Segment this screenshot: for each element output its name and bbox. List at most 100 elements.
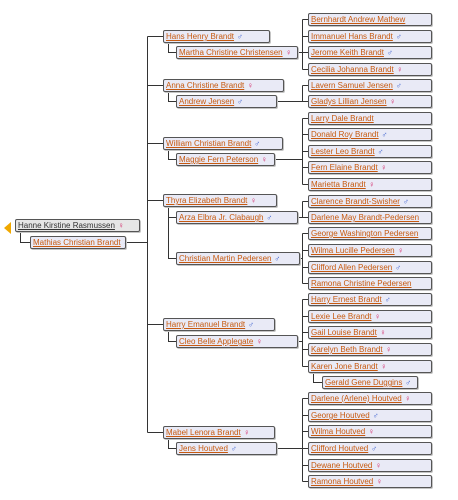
person-card-grandchild[interactable]: Ramona Houtved♀ <box>308 475 432 488</box>
person-card-grandchild[interactable]: Gail Louise Brandt♀ <box>308 326 432 339</box>
person-card-spouse[interactable]: Martha Christine Christensen♀ <box>176 46 298 59</box>
person-card-grandchild[interactable]: Cecilia Johanna Brandt♀ <box>308 63 432 76</box>
person-card-spouse[interactable]: Christian Martin Pedersen♂ <box>176 252 300 265</box>
female-icon: ♀ <box>368 180 375 189</box>
person-name[interactable]: Bernhardt Andrew Mathew <box>311 15 406 24</box>
person-name[interactable]: Wilma Houtved <box>311 427 366 436</box>
male-icon: ♂ <box>395 32 402 41</box>
person-card-grandchild[interactable]: Ramona Christine Pedersen <box>308 277 432 290</box>
person-name[interactable]: Donald Roy Brandt <box>311 130 379 139</box>
person-card-grandchild[interactable]: Wilma Lucille Pedersen♀ <box>308 244 432 257</box>
person-name[interactable]: Thyra Elizabeth Brandt <box>166 196 248 205</box>
person-card-grandchild-spouse[interactable]: Gerald Gene Duggins♂ <box>322 376 418 389</box>
person-name[interactable]: Wilma Lucille Pedersen <box>311 246 395 255</box>
person-name[interactable]: Hans Henry Brandt <box>166 32 235 41</box>
person-card-grandchild[interactable]: Karelyn Beth Brandt♀ <box>308 343 432 356</box>
person-name[interactable]: Gladys Lillian Jensen <box>311 97 387 106</box>
person-name[interactable]: Ramona Christine Pedersen <box>311 279 412 288</box>
person-card-spouse[interactable]: Jens Houtved♂ <box>176 442 277 455</box>
person-card-grandchild[interactable]: Larry Dale Brandt <box>308 112 432 125</box>
person-name[interactable]: Clifford Houtved <box>311 444 369 453</box>
person-name[interactable]: Gail Louise Brandt <box>311 328 377 337</box>
person-card-grandchild[interactable]: Clifford Houtved♂ <box>308 442 432 455</box>
person-name[interactable]: Lester Leo Brandt <box>311 147 375 156</box>
person-card-child[interactable]: Mabel Lenora Brandt♀ <box>163 426 275 439</box>
person-card-grandchild[interactable]: George Houtved♂ <box>308 409 432 422</box>
person-name[interactable]: Darlene May Brandt-Pedersen <box>311 213 420 222</box>
person-name[interactable]: Cecilia Johanna Brandt <box>311 65 394 74</box>
person-card-root-spouse[interactable]: Mathias Christian Brandt♂ <box>30 236 126 249</box>
person-card-grandchild[interactable]: Jerome Keith Brandt♂ <box>308 46 432 59</box>
person-card-child[interactable]: Harry Emanuel Brandt♂ <box>163 318 275 331</box>
person-card-grandchild[interactable]: Wilma Houtved♀ <box>308 425 432 438</box>
person-card-grandchild[interactable]: Bernhardt Andrew Mathew <box>308 13 432 26</box>
person-card-grandchild[interactable]: Clifford Allen Pedersen♂ <box>308 261 432 274</box>
person-name[interactable]: Dewane Houtved <box>311 461 373 470</box>
person-name[interactable]: Gerald Gene Duggins <box>325 378 403 387</box>
person-card-grandchild[interactable]: Darlene May Brandt-Pedersen <box>308 211 432 224</box>
person-name[interactable]: Harry Emanuel Brandt <box>166 320 246 329</box>
person-card-grandchild[interactable]: Dewane Houtved♀ <box>308 459 432 472</box>
person-name[interactable]: Ramona Houtved <box>311 477 374 486</box>
person-card-grandchild[interactable]: Lexie Lee Brandt♀ <box>308 310 432 323</box>
person-name[interactable]: Arza Elbra Jr. Clabaugh <box>179 213 264 222</box>
person-card-child[interactable]: Hans Henry Brandt♂ <box>163 30 270 43</box>
person-card-grandchild[interactable]: Darlene (Arlene) Houtved♀ <box>308 392 432 405</box>
person-name[interactable]: Lexie Lee Brandt <box>311 312 372 321</box>
person-name[interactable]: George Houtved <box>311 411 370 420</box>
person-name[interactable]: Fern Elaine Brandt <box>311 163 378 172</box>
person-card-child[interactable]: Thyra Elizabeth Brandt♀ <box>163 194 277 207</box>
person-card-grandchild[interactable]: Karen Jone Brandt♀ <box>308 360 432 373</box>
person-name[interactable]: Karelyn Beth Brandt <box>311 345 383 354</box>
person-name[interactable]: Marietta Brandt <box>311 180 366 189</box>
person-name[interactable]: William Christian Brandt <box>166 139 252 148</box>
female-icon: ♀ <box>380 362 387 371</box>
person-name[interactable]: Clifford Allen Pedersen <box>311 263 393 272</box>
female-icon: ♀ <box>256 337 263 346</box>
person-card-grandchild[interactable]: Marietta Brandt♀ <box>308 178 432 191</box>
person-card-child[interactable]: William Christian Brandt♂ <box>163 137 283 150</box>
person-card-spouse[interactable]: Cleo Belle Applegate♀ <box>176 335 298 348</box>
male-icon: ♂ <box>381 130 388 139</box>
person-card-grandchild[interactable]: Lester Leo Brandt♂ <box>308 145 432 158</box>
expand-ancestors-arrow-icon[interactable] <box>4 222 11 234</box>
person-name[interactable]: Lavern Samuel Jensen <box>311 81 393 90</box>
person-card-grandchild[interactable]: Immanuel Hans Brandt♂ <box>308 30 432 43</box>
female-icon: ♀ <box>285 48 292 57</box>
person-name[interactable]: Cleo Belle Applegate <box>179 337 254 346</box>
person-name[interactable]: Larry Dale Brandt <box>311 114 374 123</box>
person-name[interactable]: Christian Martin Pedersen <box>179 254 272 263</box>
person-card-grandchild[interactable]: Clarence Brandt-Swisher♂ <box>308 195 432 208</box>
person-card-grandchild[interactable]: Fern Elaine Brandt♀ <box>308 161 432 174</box>
person-name[interactable]: Mathias Christian Brandt <box>33 238 121 247</box>
person-card-grandchild[interactable]: George Washington Pedersen <box>308 227 432 240</box>
person-name[interactable]: Andrew Jensen <box>179 97 235 106</box>
person-name[interactable]: Maggie Fern Peterson <box>179 155 259 164</box>
person-card-grandchild[interactable]: Gladys Lillian Jensen♀ <box>308 95 432 108</box>
person-name[interactable]: Jerome Keith Brandt <box>311 48 384 57</box>
person-name[interactable]: Hanne Kirstine Rasmussen <box>18 221 115 230</box>
person-name[interactable]: Jens Houtved <box>179 444 228 453</box>
person-card-grandchild[interactable]: Harry Ernest Brandt♂ <box>308 293 432 306</box>
male-icon: ♂ <box>230 444 237 453</box>
female-icon: ♀ <box>368 427 375 436</box>
person-name[interactable]: Clarence Brandt-Swisher <box>311 197 400 206</box>
person-name[interactable]: Martha Christine Christensen <box>179 48 283 57</box>
person-name[interactable]: Immanuel Hans Brandt <box>311 32 393 41</box>
person-name[interactable]: Mabel Lenora Brandt <box>166 428 241 437</box>
person-name[interactable]: Karen Jone Brandt <box>311 362 378 371</box>
person-name[interactable]: Harry Ernest Brandt <box>311 295 382 304</box>
person-card-root[interactable]: Hanne Kirstine Rasmussen♀ <box>15 219 140 232</box>
person-card-spouse[interactable]: Maggie Fern Peterson♀ <box>176 153 275 166</box>
person-card-grandchild[interactable]: Lavern Samuel Jensen♂ <box>308 79 432 92</box>
person-card-spouse[interactable]: Andrew Jensen♂ <box>176 95 277 108</box>
person-card-grandchild[interactable]: Donald Roy Brandt♂ <box>308 128 432 141</box>
male-icon: ♂ <box>372 411 379 420</box>
person-card-spouse[interactable]: Arza Elbra Jr. Clabaugh♂ <box>176 211 298 224</box>
female-icon: ♀ <box>385 345 392 354</box>
person-card-child[interactable]: Anna Christine Brandt♀ <box>163 79 284 92</box>
person-name[interactable]: George Washington Pedersen <box>311 229 419 238</box>
male-icon: ♂ <box>371 444 378 453</box>
person-name[interactable]: Darlene (Arlene) Houtved <box>311 394 402 403</box>
person-name[interactable]: Anna Christine Brandt <box>166 81 245 90</box>
